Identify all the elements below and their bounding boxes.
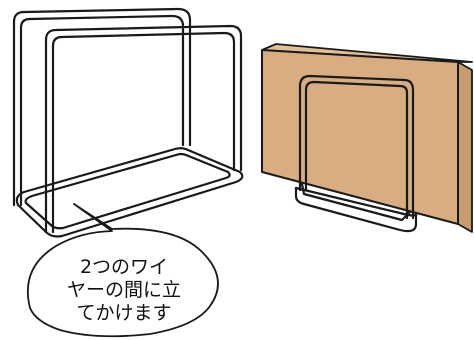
board-edge xyxy=(457,61,473,233)
speech-bubble xyxy=(26,203,219,338)
right-wire-stand xyxy=(294,74,418,233)
callout-line-3: てかけます xyxy=(76,302,172,324)
callout-text: 2つのワイ ヤーの間に立 てかけます xyxy=(36,256,212,325)
left-wire-stand xyxy=(12,7,244,238)
callout-line-1: 2つのワイ xyxy=(79,256,169,278)
board-front xyxy=(261,49,459,225)
right-board-assembly xyxy=(261,43,473,233)
callout-line-2: ヤーの間に立 xyxy=(66,279,181,301)
